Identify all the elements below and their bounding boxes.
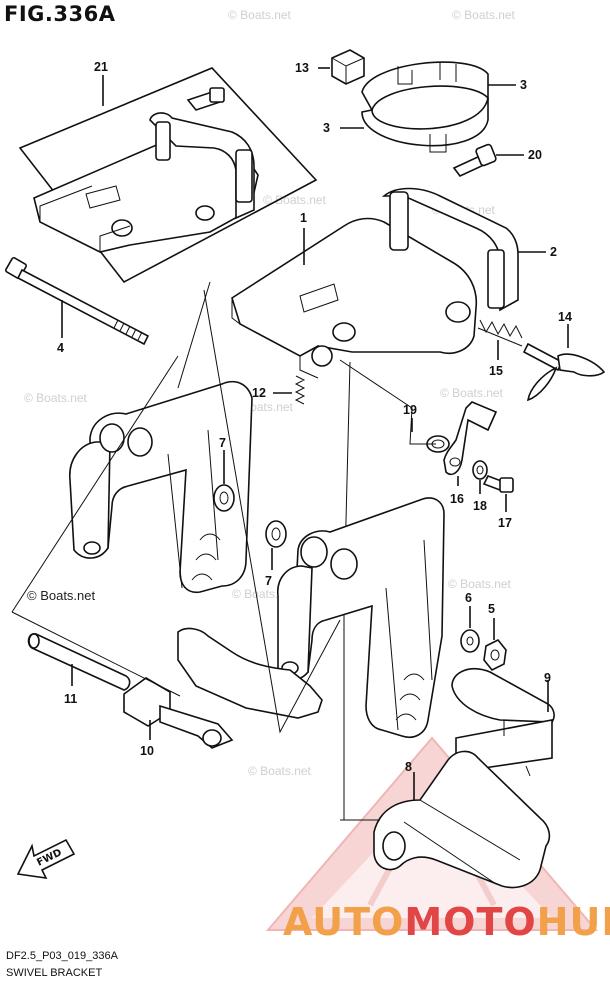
callout-8: 8 [405,760,412,774]
callout-14: 14 [558,310,572,324]
watermark: © Boats.net [263,193,327,207]
part-18-washer [472,460,488,480]
callout-11: 11 [64,692,77,706]
part-12-spring [294,375,306,405]
part-14-thumb-screw [522,342,606,402]
callout-20: 20 [528,148,542,162]
watermark: © Boats.net [448,577,512,591]
part-13-pad [331,49,365,85]
callout-5: 5 [488,602,495,616]
part-15-spring [477,319,523,347]
watermark: © Boats.net [440,386,504,400]
watermark: © Boats.net [24,391,88,405]
part-4-through-bolt [5,257,150,346]
callout-7-upper: 7 [219,436,226,450]
assembly-outline [11,289,380,821]
callout-3-lower: 3 [323,121,330,135]
part-16-tilt-lever [443,401,498,476]
callout-12: 12 [252,386,266,400]
watermark-dark: © Boats.net [27,588,96,603]
bottom-plate [177,627,323,719]
figure-title: FIG.336A [4,2,116,26]
part-10-stopper [123,677,234,749]
watermark: © Boats.net [248,764,312,778]
part-8-reverse-lock [373,750,551,889]
callout-6: 6 [465,591,472,605]
right-swivel-half [277,497,445,738]
watermark: © Boats.net [228,8,292,22]
callout-4: 4 [57,341,64,355]
callout-21: 21 [94,60,108,74]
part-5-nut [483,638,507,672]
part-1-clamp-bracket [231,187,519,379]
callout-17: 17 [498,516,512,530]
callout-19: 19 [403,403,417,417]
part-6-washer [460,629,480,653]
callout-7-lower: 7 [265,574,272,588]
left-swivel-half [69,380,253,594]
callout-10: 10 [140,744,154,758]
watermark: © Boats.net [452,8,516,22]
callout-3-upper: 3 [520,78,527,92]
part-7-washer-lower [265,520,287,548]
part-17-bolt [482,474,514,493]
part-3-clamp-liner [361,61,489,153]
part-21-assembly [18,67,318,284]
part-20-bolt [452,143,497,177]
callout-2: 2 [550,245,557,259]
callout-15: 15 [489,364,503,378]
callout-13: 13 [295,61,309,75]
fwd-arrow-icon: FWD [16,838,76,880]
callout-16: 16 [450,492,464,506]
part-7-washer-upper [213,484,235,512]
callout-18: 18 [473,499,487,513]
document-code: DF2.5_P03_019_336A [6,950,118,962]
callout-1: 1 [300,211,307,225]
part-11-pin [27,633,131,691]
document-name: SWIVEL BRACKET [6,967,103,979]
watermark-brand: AUTOMOTOHUB [283,900,610,944]
callout-9: 9 [544,671,551,685]
